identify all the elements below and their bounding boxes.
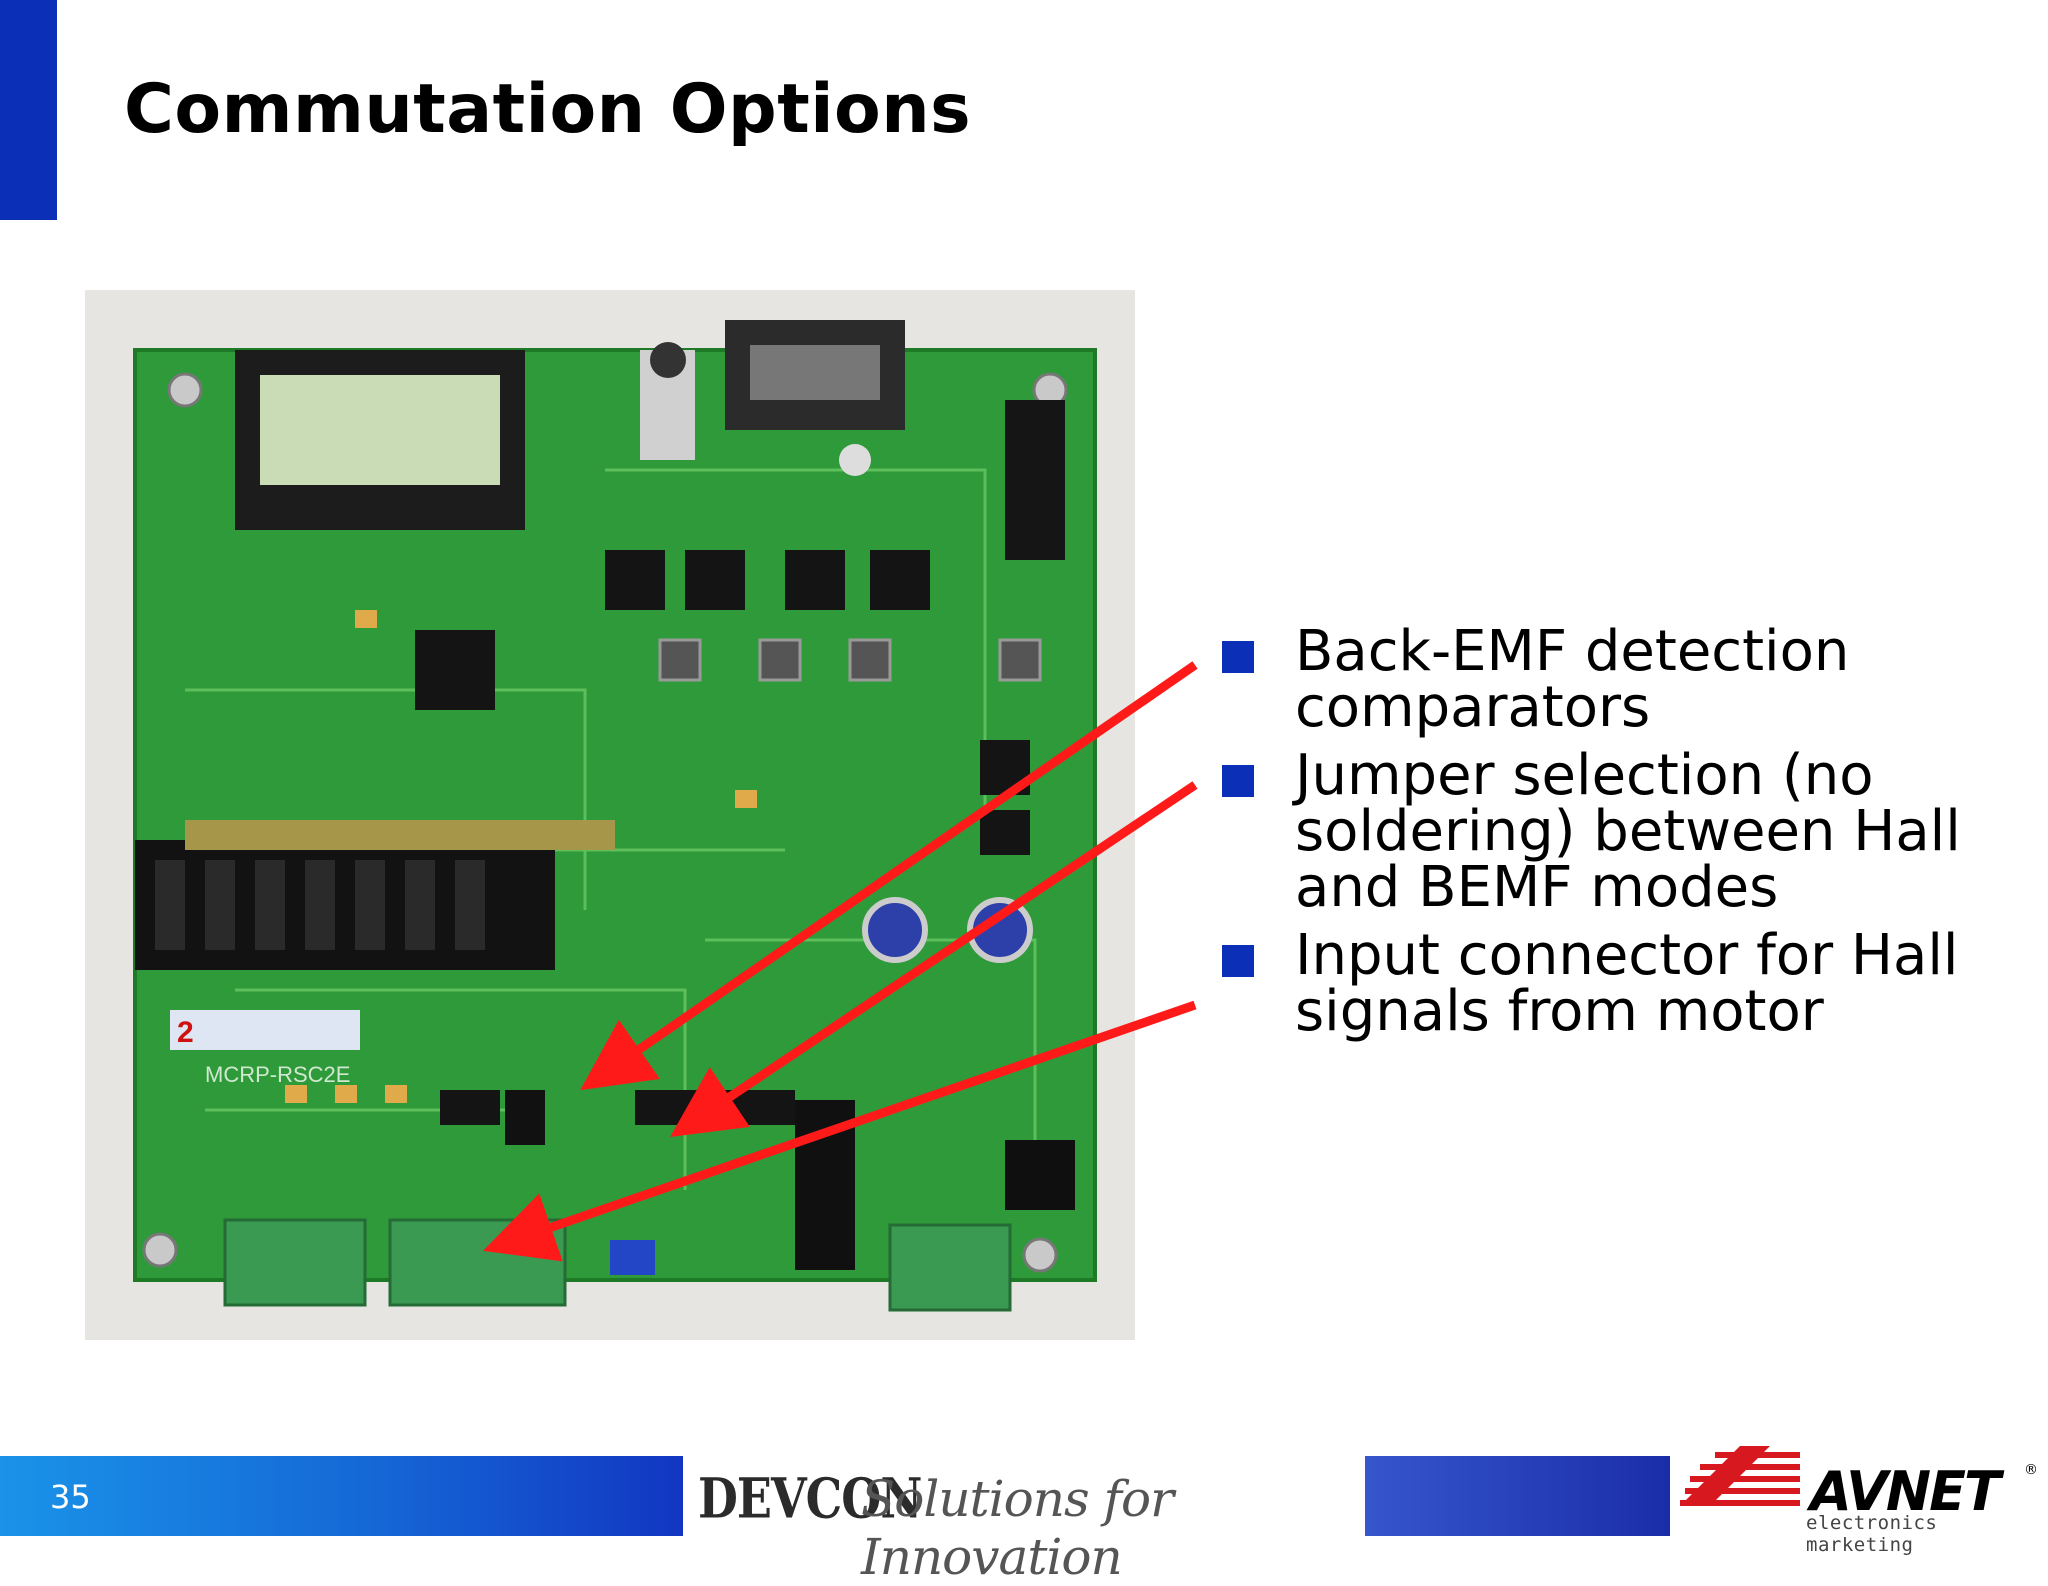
- power-jack: [1005, 1140, 1075, 1210]
- bullet-text: Jumper selection (no soldering) between …: [1295, 743, 1961, 920]
- arrow-backemf: [580, 661, 1198, 1091]
- footer-left-band: 35: [0, 1456, 683, 1536]
- trim-pot: [610, 1240, 655, 1275]
- footer-tagline: Solutions for Innovation: [861, 1470, 1174, 1586]
- bullet-item: Back-EMF detection comparators: [1222, 624, 2022, 736]
- footer: 35 DEVCON Solutions for Innovation: [0, 1456, 2048, 1586]
- capacitor: [862, 897, 928, 963]
- terminal-block: [223, 1218, 367, 1307]
- bullet-text: Back-EMF detection comparators: [1295, 619, 1850, 740]
- lcd-screen: [260, 375, 500, 485]
- board-tag: 2: [177, 1016, 194, 1049]
- pcb-illustration: 2 MCRP-RSC2E: [133, 320, 1097, 1312]
- bullet-item: Input connector for Hall signals from mo…: [1222, 928, 2022, 1040]
- avnet-wordmark: AVNET: [1810, 1460, 2001, 1523]
- board-photo: 2 MCRP-RSC2E: [85, 290, 1135, 1340]
- square-bullet-icon: [1222, 945, 1254, 977]
- page-number: 35: [50, 1478, 91, 1516]
- avnet-logo-icon: [1680, 1446, 1800, 1506]
- board-label: MCRP-RSC2E: [205, 1062, 350, 1087]
- registered-mark: ®: [2024, 1462, 2038, 1478]
- capacitor: [967, 897, 1033, 963]
- accent-bar: [0, 0, 57, 220]
- square-bullet-icon: [1222, 765, 1254, 797]
- screw-icon: [167, 372, 203, 408]
- board-label-sticker: [170, 1010, 360, 1050]
- bullet-item: Jumper selection (no soldering) between …: [1222, 748, 2022, 916]
- devcon-logo: DEVCON: [698, 1466, 922, 1531]
- avnet-subtitle: electronics marketing: [1806, 1512, 1938, 1556]
- jumper-block: [505, 1090, 545, 1145]
- microcontroller-chip: [415, 630, 495, 710]
- footer-devcon-area: DEVCON Solutions for Innovation: [683, 1456, 1365, 1586]
- bullet-text: Input connector for Hall signals from mo…: [1295, 923, 1959, 1044]
- arrow-jumper: [670, 781, 1198, 1138]
- callout-arrows: [482, 661, 1198, 1262]
- footer-right-band: [1365, 1456, 1670, 1536]
- ribbon-header: [1005, 400, 1065, 560]
- slide-title: Commutation Options: [124, 70, 972, 149]
- bullet-list: Back-EMF detection comparators Jumper se…: [1222, 624, 2022, 1052]
- screw-icon: [142, 1232, 178, 1268]
- square-bullet-icon: [1222, 641, 1254, 673]
- screw-icon: [1022, 1237, 1058, 1273]
- terminal-block: [888, 1223, 1012, 1312]
- arrow-hall-connector: [482, 1000, 1197, 1262]
